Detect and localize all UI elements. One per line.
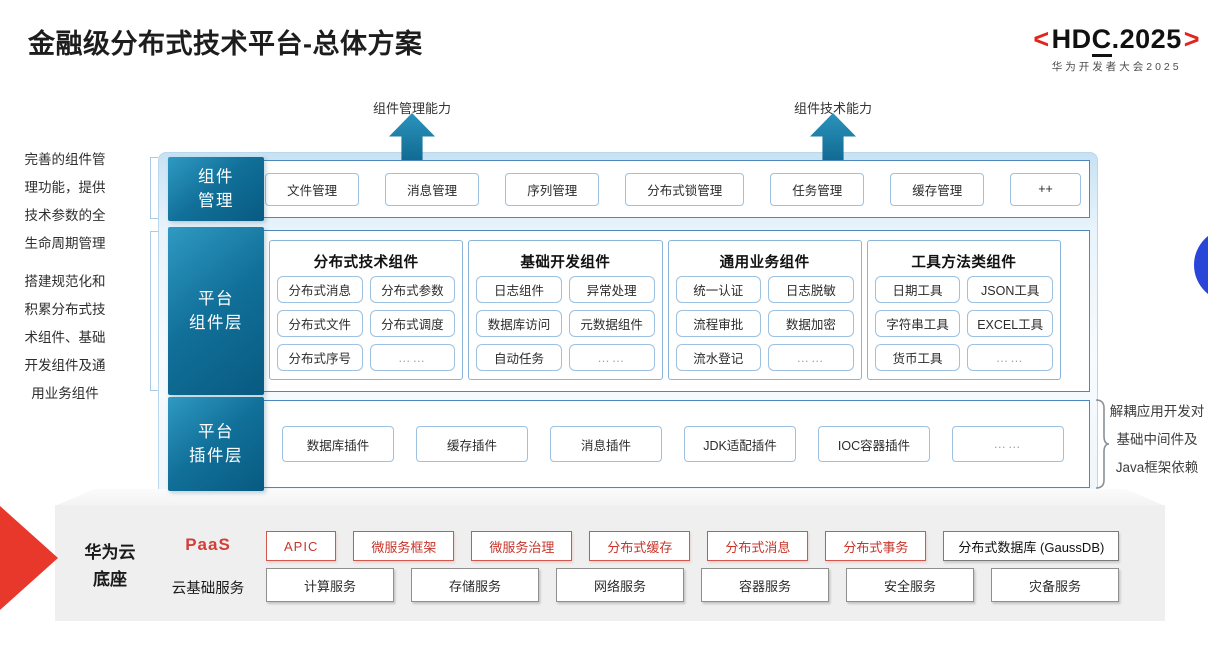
management-item-more: ++ <box>1010 172 1081 206</box>
management-item: 文件管理 <box>265 172 360 206</box>
hdc-logo-subtitle: 华为开发者大会2025 <box>1051 61 1182 73</box>
paas-service: 微服务框架 <box>353 531 455 561</box>
component-item: 统一认证 <box>675 276 762 303</box>
iaas-service: 灾备服务 <box>991 568 1119 602</box>
management-item: 消息管理 <box>385 172 480 206</box>
logo-hd: HD <box>1051 24 1092 54</box>
component-item: 分布式文件 <box>277 310 363 337</box>
plugin-item-more: …… <box>952 426 1064 462</box>
management-item: 任务管理 <box>770 172 865 206</box>
platform-component-layer-row: 平台 组件层 分布式技术组件 分布式消息 分布式参数 分布式文件 分布式调度 分… <box>168 227 1090 395</box>
cloud-basic-services-label: 云基础服务 <box>171 581 245 597</box>
management-item: 缓存管理 <box>890 172 985 206</box>
paas-service: 分布式缓存 <box>589 531 691 561</box>
red-arrow-icon <box>0 506 58 610</box>
iaas-service: 存储服务 <box>411 568 539 602</box>
plugin-item: IOC容器插件 <box>818 426 930 462</box>
left-bracket-icon <box>150 157 158 219</box>
logo-right-angle-icon: > <box>1183 24 1200 54</box>
component-item: 数据库访问 <box>476 310 562 337</box>
page-title: 金融级分布式技术平台-总体方案 <box>28 29 423 59</box>
component-management-row: 组件 管理 文件管理 消息管理 序列管理 分布式锁管理 任务管理 缓存管理 ++ <box>168 157 1090 221</box>
component-item: 流水登记 <box>675 344 762 371</box>
paas-service: APIC <box>266 531 337 561</box>
component-item: JSON工具 <box>967 276 1053 303</box>
note-component-building: 搭建规范化和积累分布式技术组件、基础开发组件及通用业务组件 <box>24 274 106 401</box>
plugin-item: 消息插件 <box>550 426 662 462</box>
component-item: 字符串工具 <box>874 310 961 337</box>
hdc-logo: <HDC.2025> 华为开发者大会2025 <box>1031 24 1202 74</box>
hdc-logo-wordmark: <HDC.2025> <box>1031 24 1202 57</box>
component-item: 分布式消息 <box>277 276 363 303</box>
management-item: 序列管理 <box>505 172 600 206</box>
component-item: 流程审批 <box>675 310 762 337</box>
component-item-more: …… <box>967 344 1053 371</box>
iaas-service: 容器服务 <box>701 568 829 602</box>
component-item: 日期工具 <box>874 276 961 303</box>
technical-capability-label: 组件技术能力 <box>793 101 872 116</box>
paas-label: PaaS <box>185 535 231 554</box>
plugin-item: 缓存插件 <box>416 426 528 462</box>
group-common-business: 通用业务组件 统一认证 日志脱敏 流程审批 数据加密 流水登记 …… <box>667 240 862 380</box>
component-management-items: 文件管理 消息管理 序列管理 分布式锁管理 任务管理 缓存管理 ++ <box>265 161 1081 217</box>
logo-c: C <box>1091 24 1112 57</box>
logo-rest: .2025 <box>1111 24 1182 54</box>
group-basic-dev: 基础开发组件 日志组件 异常处理 数据库访问 元数据组件 自动任务 …… <box>468 240 663 380</box>
plugin-item: JDK适配插件 <box>684 426 796 462</box>
component-item: 货币工具 <box>874 344 961 371</box>
component-item-more: …… <box>369 344 456 371</box>
component-item: 分布式调度 <box>369 310 456 337</box>
side-circle-decoration <box>1194 228 1208 302</box>
note-component-management: 完善的组件管理功能，提供技术参数的全生命周期管理 <box>24 152 106 251</box>
platform-top-face <box>55 489 1165 506</box>
component-groups: 分布式技术组件 分布式消息 分布式参数 分布式文件 分布式调度 分布式序号 ……… <box>269 240 1061 380</box>
paas-service: 微服务治理 <box>471 531 573 561</box>
iaas-service: 网络服务 <box>556 568 684 602</box>
component-item: 分布式序号 <box>277 344 363 371</box>
component-management-label: 组件 管理 <box>168 157 264 221</box>
component-item: 数据加密 <box>768 310 854 337</box>
plugin-items: 数据库插件 缓存插件 消息插件 JDK适配插件 IOC容器插件 …… <box>269 401 1077 487</box>
platform-plugin-layer-label: 平台 插件层 <box>168 397 264 491</box>
huawei-cloud-base-label: 华为云 底座 <box>84 543 136 589</box>
paas-service: 分布式消息 <box>707 531 809 561</box>
component-item: 分布式参数 <box>369 276 456 303</box>
iaas-service: 安全服务 <box>846 568 974 602</box>
component-item: EXCEL工具 <box>967 310 1053 337</box>
iaas-service: 计算服务 <box>266 568 394 602</box>
component-item: 元数据组件 <box>568 310 655 337</box>
management-capability-label: 组件管理能力 <box>372 101 451 116</box>
platform-component-layer-label: 平台 组件层 <box>168 227 264 395</box>
management-item: 分布式锁管理 <box>625 172 745 206</box>
left-bracket-icon <box>150 231 158 391</box>
component-item: 自动任务 <box>476 344 562 371</box>
huawei-cloud-platform <box>55 505 1165 621</box>
component-item: 异常处理 <box>568 276 655 303</box>
note-decoupling: 解耦应用开发对基础中间件及Java框架依赖 <box>1109 404 1205 475</box>
component-item-more: …… <box>768 344 854 371</box>
component-item-more: …… <box>568 344 655 371</box>
platform-plugin-layer-row: 平台 插件层 数据库插件 缓存插件 消息插件 JDK适配插件 IOC容器插件 …… <box>168 397 1090 491</box>
plugin-item: 数据库插件 <box>282 426 394 462</box>
component-item: 日志脱敏 <box>768 276 854 303</box>
right-brace-icon <box>1095 399 1110 489</box>
paas-service: 分布式事务 <box>825 531 927 561</box>
group-distributed-tech: 分布式技术组件 分布式消息 分布式参数 分布式文件 分布式调度 分布式序号 …… <box>269 240 464 380</box>
group-tool-methods: 工具方法类组件 日期工具 JSON工具 字符串工具 EXCEL工具 货币工具 …… <box>866 240 1061 380</box>
cloud-basic-services-row: 计算服务 存储服务 网络服务 容器服务 安全服务 灾备服务 <box>266 568 1119 602</box>
component-item: 日志组件 <box>476 276 562 303</box>
logo-left-angle-icon: < <box>1033 24 1050 54</box>
distributed-database-service: 分布式数据库 (GaussDB) <box>943 531 1120 561</box>
paas-services-row: APIC 微服务框架 微服务治理 分布式缓存 分布式消息 分布式事务 分布式数据… <box>266 531 1120 561</box>
